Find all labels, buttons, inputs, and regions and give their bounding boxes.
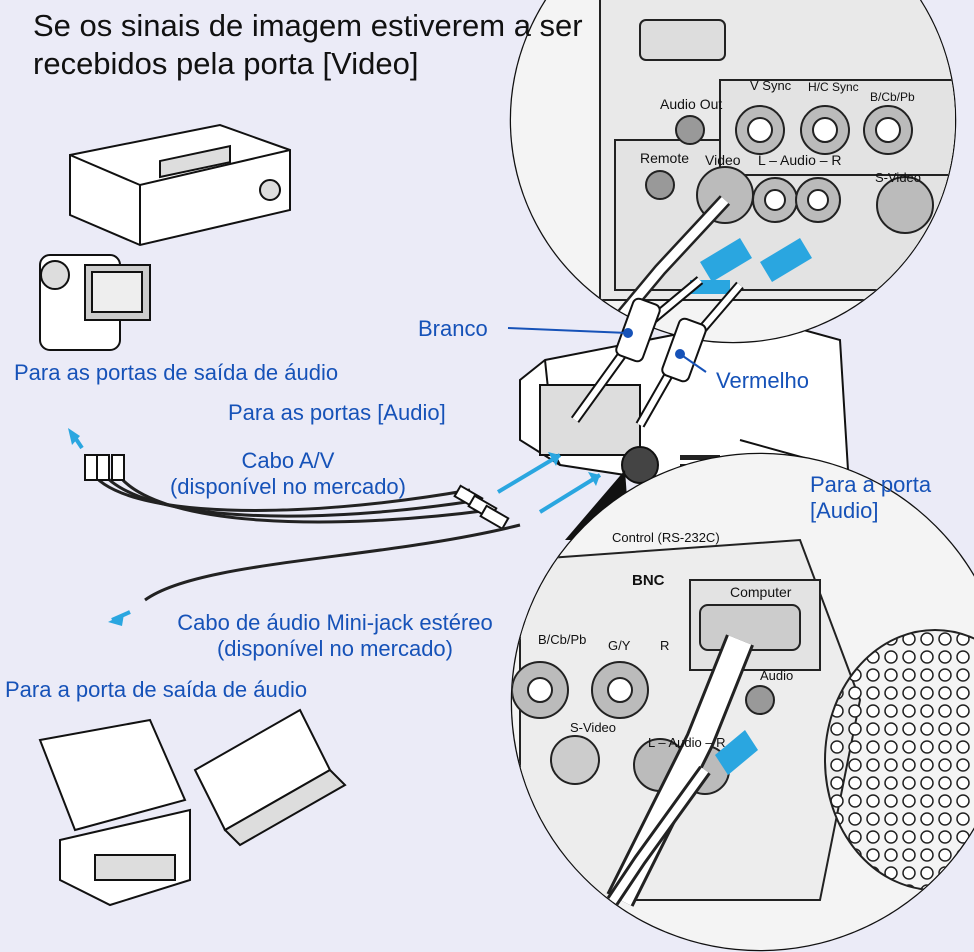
av-plugs: [84, 454, 510, 531]
label-cabo-minijack-line-1: Cabo de áudio Mini-jack estéreo: [177, 610, 493, 635]
label-para-porta-audio: Para a porta [Audio]: [810, 472, 931, 524]
port-label-audio-lr-top: L – Audio – R: [758, 152, 842, 168]
port-label-r: R: [660, 638, 670, 653]
port-label-v-sync: V Sync: [750, 78, 792, 93]
port-label-s-video-bottom: S-Video: [570, 720, 617, 735]
label-cabo-av: Cabo A/V (disponível no mercado): [148, 448, 428, 500]
label-para-saida-audio: Para as portas de saída de áudio: [14, 360, 339, 385]
label-para-porta-audio-line-1: Para a porta: [810, 472, 932, 497]
port-label-audio-bottom: Audio: [760, 668, 794, 683]
port-label-control: Control (RS-232C): [612, 530, 720, 545]
vcr-device: [69, 123, 291, 247]
camcorder-device: [39, 254, 151, 351]
label-cabo-av-line-2: (disponível no mercado): [169, 474, 406, 499]
direction-arrows: [68, 428, 602, 626]
port-label-s-video-top: S-Video: [875, 170, 922, 185]
top-magnifier: [509, 0, 957, 344]
label-branco: Branco: [418, 316, 488, 341]
computer-device: [38, 708, 347, 907]
port-label-audio-out: Audio Out: [660, 96, 723, 112]
page-title-line-1: Se os sinais de imagem estiverem a ser: [33, 8, 583, 43]
port-label-bnc: BNC: [632, 572, 665, 589]
label-cabo-minijack-line-2: (disponível no mercado): [216, 636, 453, 661]
page-title-line-2: recebidos pela porta [Video]: [33, 46, 419, 81]
port-label-video: Video: [705, 152, 741, 168]
port-label-bcb-bottom: B/Cb/Pb: [538, 632, 587, 647]
port-label-remote: Remote: [640, 150, 690, 166]
label-para-porta-audio-line-2: [Audio]: [810, 498, 879, 523]
audio-mini-cable: [144, 523, 521, 602]
port-label-audio-lr-bottom: L – Audio – R: [648, 735, 726, 750]
label-cabo-av-line-1: Cabo A/V: [241, 448, 335, 473]
av-cable: [88, 469, 491, 524]
label-vermelho: Vermelho: [716, 368, 809, 393]
port-label-bcb-top: B/Cb/Pb: [870, 90, 915, 104]
label-cabo-minijack: Cabo de áudio Mini-jack estéreo (disponí…: [140, 610, 530, 662]
port-label-computer: Computer: [730, 584, 792, 600]
label-para-portas-audio: Para as portas [Audio]: [228, 400, 446, 425]
bottom-magnifier: [510, 452, 974, 952]
label-para-porta-saida-audio: Para a porta de saída de áudio: [5, 677, 308, 702]
port-label-gy: G/Y: [608, 638, 631, 653]
pointer-lines: [507, 327, 707, 373]
port-label-hc-sync: H/C Sync: [808, 80, 859, 94]
